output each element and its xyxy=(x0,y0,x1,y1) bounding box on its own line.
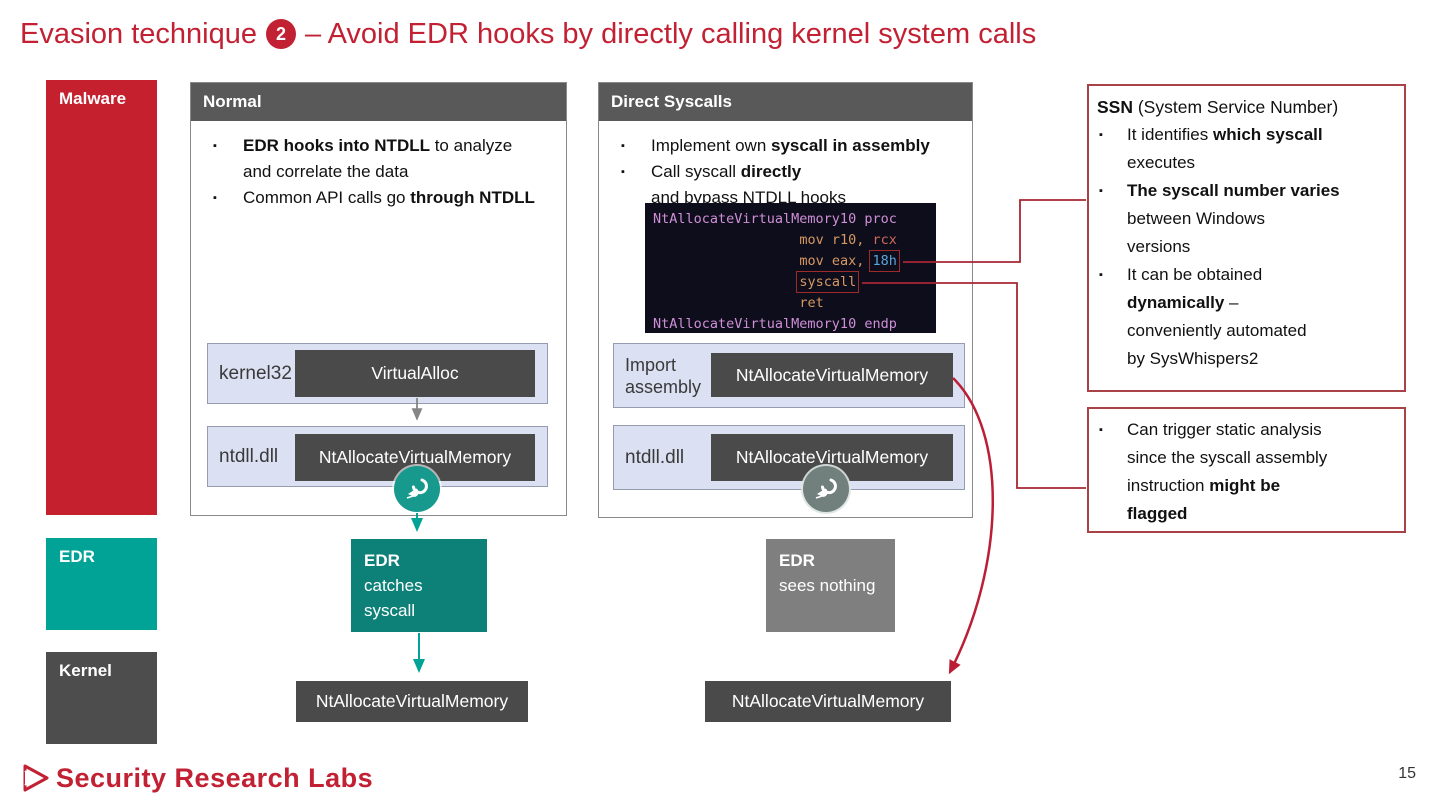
square-bullet-icon: ▪ xyxy=(213,192,217,204)
lane-malware-label: Malware xyxy=(59,89,127,108)
row-ntdll-direct: ntdll.dll NtAllocateVirtualMemory xyxy=(613,425,965,490)
row-ntdll-normal: ntdll.dll NtAllocateVirtualMemory xyxy=(207,426,548,487)
row-import-assembly-label: Import assembly xyxy=(625,354,702,397)
kernel-ntalloc-right: NtAllocateVirtualMemory xyxy=(705,681,951,722)
technique-number-badge: 2 xyxy=(266,19,296,49)
square-bullet-icon: ▪ xyxy=(1099,129,1103,141)
hook-glyph xyxy=(406,478,428,499)
lane-kernel-label: Kernel xyxy=(59,661,112,680)
lane-malware: Malware xyxy=(46,80,157,515)
chip-ntalloc-import: NtAllocateVirtualMemory xyxy=(711,353,953,397)
row-kernel32: kernel32 VirtualAlloc xyxy=(207,343,548,404)
square-bullet-icon: ▪ xyxy=(1099,269,1103,281)
edr-catches-line1: catches xyxy=(364,576,423,595)
srlabs-logo-icon xyxy=(23,764,49,792)
edr-catches-title: EDR xyxy=(364,551,400,570)
title-suffix: – Avoid EDR hooks by directly calling ke… xyxy=(305,17,1037,50)
title-prefix: Evasion technique xyxy=(20,17,257,50)
row-import-assembly: Import assembly NtAllocateVirtualMemory xyxy=(613,343,965,408)
square-bullet-icon: ▪ xyxy=(621,166,625,178)
edr-hook-icon-active xyxy=(394,466,440,512)
page-number: 15 xyxy=(1398,765,1416,782)
ssn-annotation-box: SSN (System Service Number) ▪It identifi… xyxy=(1087,84,1406,392)
bullet-item: ▪Implement own syscall in assembly xyxy=(613,133,966,159)
assembly-code-block: NtAllocateVirtualMemory10 proc mov r10, … xyxy=(645,203,936,333)
chip-virtualalloc: VirtualAlloc xyxy=(295,350,535,397)
lane-edr-label: EDR xyxy=(59,547,95,566)
square-bullet-icon: ▪ xyxy=(213,140,217,152)
row-ntdll-normal-label: ntdll.dll xyxy=(219,445,279,467)
edr-hook-icon-inactive xyxy=(803,466,849,512)
page-title: Evasion technique 2 – Avoid EDR hooks by… xyxy=(20,12,1036,56)
panel-normal-header: Normal xyxy=(191,83,566,121)
lane-edr: EDR xyxy=(46,538,157,630)
lane-kernel: Kernel xyxy=(46,652,157,744)
kernel-ntalloc-left: NtAllocateVirtualMemory xyxy=(296,681,528,722)
panel-direct-header: Direct Syscalls xyxy=(599,83,972,121)
panel-direct-bullets: ▪Implement own syscall in assembly▪Call … xyxy=(599,121,972,211)
bullet-item: ▪Common API calls go through NTDLL xyxy=(205,185,560,211)
row-ntdll-direct-label: ntdll.dll xyxy=(625,446,685,468)
ssn-title: SSN (System Service Number) xyxy=(1097,97,1339,117)
hook-glyph xyxy=(815,478,837,499)
edr-catches-line2: syscall xyxy=(364,601,416,620)
edr-nothing-title: EDR xyxy=(779,551,815,570)
edr-catches-box: EDR catches syscall xyxy=(351,539,487,632)
brand-text: Security Research Labs xyxy=(56,763,374,793)
square-bullet-icon: ▪ xyxy=(1099,424,1103,436)
square-bullet-icon: ▪ xyxy=(621,140,625,152)
edr-sees-nothing-box: EDR sees nothing xyxy=(766,539,895,632)
row-kernel32-label: kernel32 xyxy=(219,362,292,384)
square-bullet-icon: ▪ xyxy=(1099,185,1103,197)
edr-nothing-line1: sees nothing xyxy=(779,576,876,595)
